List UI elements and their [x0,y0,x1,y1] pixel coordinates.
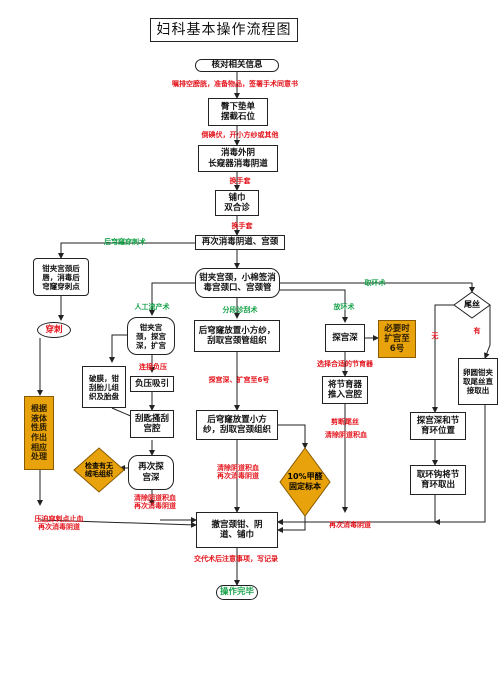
arrow [58,242,195,259]
connect-suction-label: 连接负压 [139,363,167,371]
arrow [434,405,486,525]
abortion-label: 人工流产术 [134,303,170,311]
posterior-clamp-node: 钳夹宫颈后 唇，消毒后 穹窿穿刺点 [33,258,89,296]
decision-diamond-tail [453,291,491,319]
formalin-text: 10%甲醛 固定标本 [287,472,323,491]
probe-adjust-node: 探宫深和节 育环位置 [410,412,466,440]
puncture-node: 穿刺 [37,322,71,338]
drape-node: 铺巾 双合诊 [215,190,259,216]
remove-hook-node: 取环钩将节 育环取出 [410,465,466,495]
arrow [278,289,348,323]
decision-diamond-formalin [279,447,331,517]
choose-device-label: 选择合适的节育器 [317,360,373,368]
insert-ring-op-label: 放环术 [333,303,355,311]
curette-node: 刮匙搔刮 宫腔 [130,410,174,438]
judge-fluid-node: 根据 液体 性质 作出 相应 处理 [24,396,54,470]
none-label: 无 [431,332,439,340]
arrow [483,305,491,359]
iodine-label: 倒碘伏，开小方纱或其他 [201,131,279,139]
remove-ring-op-label: 取环术 [364,279,386,287]
position-node: 臀下垫单 摆截石位 [208,98,268,126]
clean-blood-label: 清除阴道积血 [325,431,367,439]
page-title: 妇科基本操作流程图 [150,18,298,42]
arrow [109,334,132,363]
clamp-cervix-node: 钳夹宫颈，小棉签消 毒宫颈口、宫颈管 [195,268,280,298]
arrow [278,282,475,293]
remove-drape-node: 撤宫颈钳、阴 道、铺巾 [196,512,278,548]
dilate-6-node: 必要时 扩宫至 6号 [378,320,416,358]
arrow [278,424,308,449]
disinfect-vagina-label: 再次消毒阴道 [329,521,371,529]
decision-diamond-villi [73,447,125,493]
probe-dilate-node: 钳夹宫 颈，探宫 深，扩宫 [127,317,175,355]
insert-device-node: 将节育器 推入宫腔 [322,376,368,404]
gauze-scrape-1-node: 后穹窿放置小方纱， 刮取宫颈管组织 [194,320,280,352]
prep-label: 嘱排空膀胱，准备物品，签署手术同意书 [172,80,298,88]
disinfect-vulva-node: 消毒外阴 长窥器消毒阴道 [198,145,278,172]
arrow [39,519,197,528]
done-node: 操作完毕 [216,585,258,600]
arrow [149,282,195,316]
check-villi-text: 检查有无 绒毛组织 [85,462,113,479]
oval-forceps-node: 卵圆钳夹 取尾丝直 接取出 [458,358,498,405]
compress-label: 压迫穿刺点止血 再次消毒阴道 [34,515,84,532]
arrow [277,515,306,533]
cut-tail-label: 剪断尾丝 [331,418,359,426]
explain-label: 交代术后注意事项，写记录 [194,555,278,563]
dilate-cervix-6-label: 探宫深、扩宫至6号 [208,376,270,384]
tail-wire-text: 尾丝 [464,300,480,309]
clear-blood-2-label: 清除阴道积血 再次消毒阴道 [217,464,259,481]
verify-info-node: 核对相关信息 [195,59,279,72]
change-gloves-1-label: 换手套 [229,177,251,185]
rupture-node: 破膜，钳 刮胎儿组 织及胎盘 [82,366,126,408]
disinfect-again-node: 再次消毒阴道、宫颈 [195,235,285,250]
clear-blood-3-label: 清除阴道积血 再次消毒阴道 [134,494,176,511]
gauze-scrape-2-node: 后穹窿放置小方 纱，刮取宫颈组织 [196,410,278,440]
probe-depth-node: 探宫深 [325,324,365,352]
suction-node: 负压吸引 [130,376,174,392]
probe-again-node: 再次探 宫深 [128,455,174,490]
arrow [432,304,455,413]
posterior-puncture-label: 后穹窿穿刺术 [104,238,146,246]
has-label: 有 [473,327,481,335]
change-gloves-2-label: 换手套 [231,222,253,230]
biopsy-label: 分段诊刮术 [222,306,258,314]
